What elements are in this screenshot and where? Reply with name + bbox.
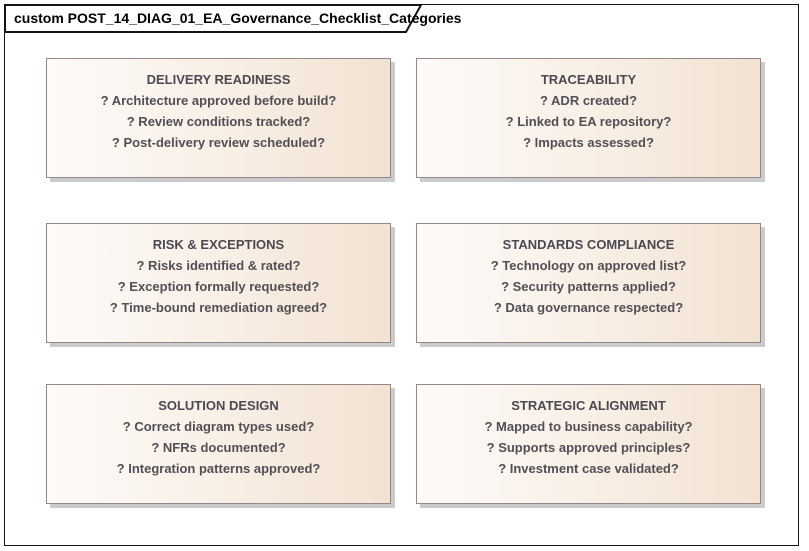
checklist-item: ? Time-bound remediation agreed? xyxy=(109,300,328,315)
checklist-item: ? Data governance respected? xyxy=(493,300,684,315)
checklist-item: ? Architecture approved before build? xyxy=(100,93,337,108)
checklist-item: ? NFRs documented? xyxy=(151,440,286,455)
checklist-item: ? Correct diagram types used? xyxy=(122,419,315,434)
checklist-item: ? Investment case validated? xyxy=(498,461,679,476)
checklist-item: ? Risks identified & rated? xyxy=(136,258,301,273)
category-card-risk-exceptions[interactable]: RISK & EXCEPTIONS ? Risks identified & r… xyxy=(46,223,391,343)
checklist-item: ? Exception formally requested? xyxy=(117,279,320,294)
frame-tab-shape xyxy=(4,4,423,33)
checklist-item: ? Linked to EA repository? xyxy=(505,114,672,129)
category-card-delivery-readiness[interactable]: DELIVERY READINESS ? Architecture approv… xyxy=(46,58,391,178)
category-title: TRACEABILITY xyxy=(540,72,637,87)
category-title: SOLUTION DESIGN xyxy=(158,398,279,413)
checklist-item: ? ADR created? xyxy=(539,93,638,108)
category-card-traceability[interactable]: TRACEABILITY ? ADR created? ? Linked to … xyxy=(416,58,761,178)
checklist-item: ? Security patterns applied? xyxy=(501,279,676,294)
checklist-item: ? Mapped to business capability? xyxy=(484,419,693,434)
category-card-solution-design[interactable]: SOLUTION DESIGN ? Correct diagram types … xyxy=(46,384,391,504)
checklist-item: ? Impacts assessed? xyxy=(523,135,654,150)
checklist-item: ? Integration patterns approved? xyxy=(116,461,321,476)
checklist-item: ? Technology on approved list? xyxy=(490,258,687,273)
checklist-item: ? Supports approved principles? xyxy=(486,440,691,455)
diagram-frame: custom POST_14_DIAG_01_EA_Governance_Che… xyxy=(4,4,799,546)
category-title: RISK & EXCEPTIONS xyxy=(152,237,285,252)
category-title: STANDARDS COMPLIANCE xyxy=(502,237,675,252)
checklist-item: ? Post-delivery review scheduled? xyxy=(111,135,326,150)
category-title: DELIVERY READINESS xyxy=(146,72,291,87)
checklist-item: ? Review conditions tracked? xyxy=(126,114,311,129)
diagram-title: custom POST_14_DIAG_01_EA_Governance_Che… xyxy=(14,10,462,26)
category-card-standards-compliance[interactable]: STANDARDS COMPLIANCE ? Technology on app… xyxy=(416,223,761,343)
category-card-strategic-alignment[interactable]: STRATEGIC ALIGNMENT ? Mapped to business… xyxy=(416,384,761,504)
category-title: STRATEGIC ALIGNMENT xyxy=(511,398,666,413)
